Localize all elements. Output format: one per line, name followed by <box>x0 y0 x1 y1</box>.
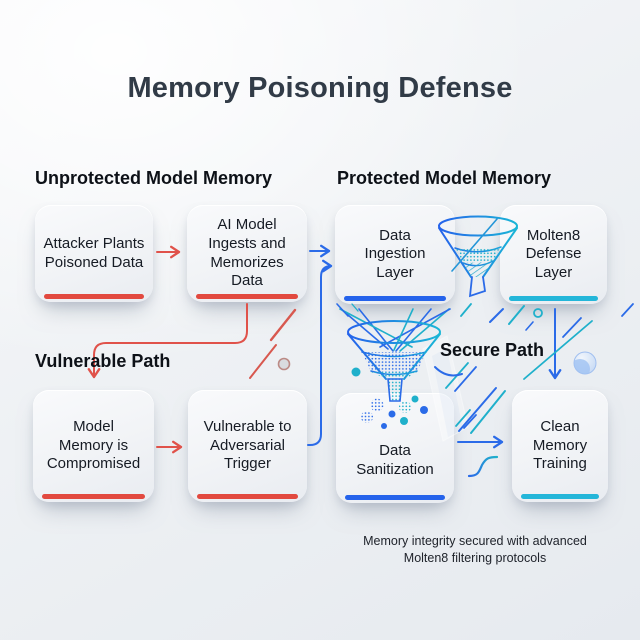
accent-bar <box>509 296 598 301</box>
node-label: Attacker Plants Poisoned Data <box>43 234 145 271</box>
node-label: Molten8 Defense Layer <box>525 226 582 281</box>
node-data-ingestion-layer: Data Ingestion Layer <box>335 205 455 304</box>
footer-caption: Memory integrity secured with advanced M… <box>330 533 620 568</box>
accent-bar <box>42 494 145 499</box>
footer-line-2: Molten8 filtering protocols <box>403 551 547 566</box>
sphere-icon <box>573 351 597 375</box>
funnel-icon-large <box>347 320 441 402</box>
section-heading-vulnerable-path: Vulnerable Path <box>35 351 171 371</box>
page-title: Memory Poisoning Defense <box>127 72 513 104</box>
node-label: AI Model Ingests and Memorizes Data <box>208 216 286 290</box>
squiggle-icon <box>467 455 499 478</box>
node-model-memory-compromised: Model Memory is Compromised <box>33 390 154 502</box>
footer-line-1: Memory integrity secured with advanced <box>363 534 587 548</box>
section-heading-unprotected: Unprotected Model Memory <box>35 168 273 188</box>
accent-bar <box>345 495 445 500</box>
node-label: Data Ingestion Layer <box>364 226 426 281</box>
node-clean-memory-training: Clean Memory Training <box>512 390 608 502</box>
node-label: Model Memory is Compromised <box>46 418 141 473</box>
section-heading-protected: Protected Model Memory <box>337 168 552 188</box>
accent-bar <box>521 494 599 499</box>
node-label: Clean Memory Training <box>532 418 588 473</box>
node-ai-model-ingests: AI Model Ingests and Memorizes Data <box>187 205 307 302</box>
node-vulnerable-adversarial-trigger: Vulnerable to Adversarial Trigger <box>188 390 307 502</box>
accent-bar <box>196 294 298 299</box>
node-label: Data Sanitization <box>356 442 434 478</box>
arrow-trigger-to-ingestion <box>307 259 333 446</box>
node-molten8-defense-layer: Molten8 Defense Layer <box>500 205 607 304</box>
node-data-sanitization: Data Sanitization <box>336 393 454 503</box>
accent-bar <box>44 294 144 299</box>
red-slash-decoration <box>249 308 297 379</box>
accent-bar <box>344 296 446 301</box>
node-label: Vulnerable to Adversarial Trigger <box>203 418 292 473</box>
node-attacker-plants-poisoned-data: Attacker Plants Poisoned Data <box>35 205 153 302</box>
section-heading-secure-path: Secure Path <box>440 340 545 360</box>
accent-bar <box>197 494 298 499</box>
